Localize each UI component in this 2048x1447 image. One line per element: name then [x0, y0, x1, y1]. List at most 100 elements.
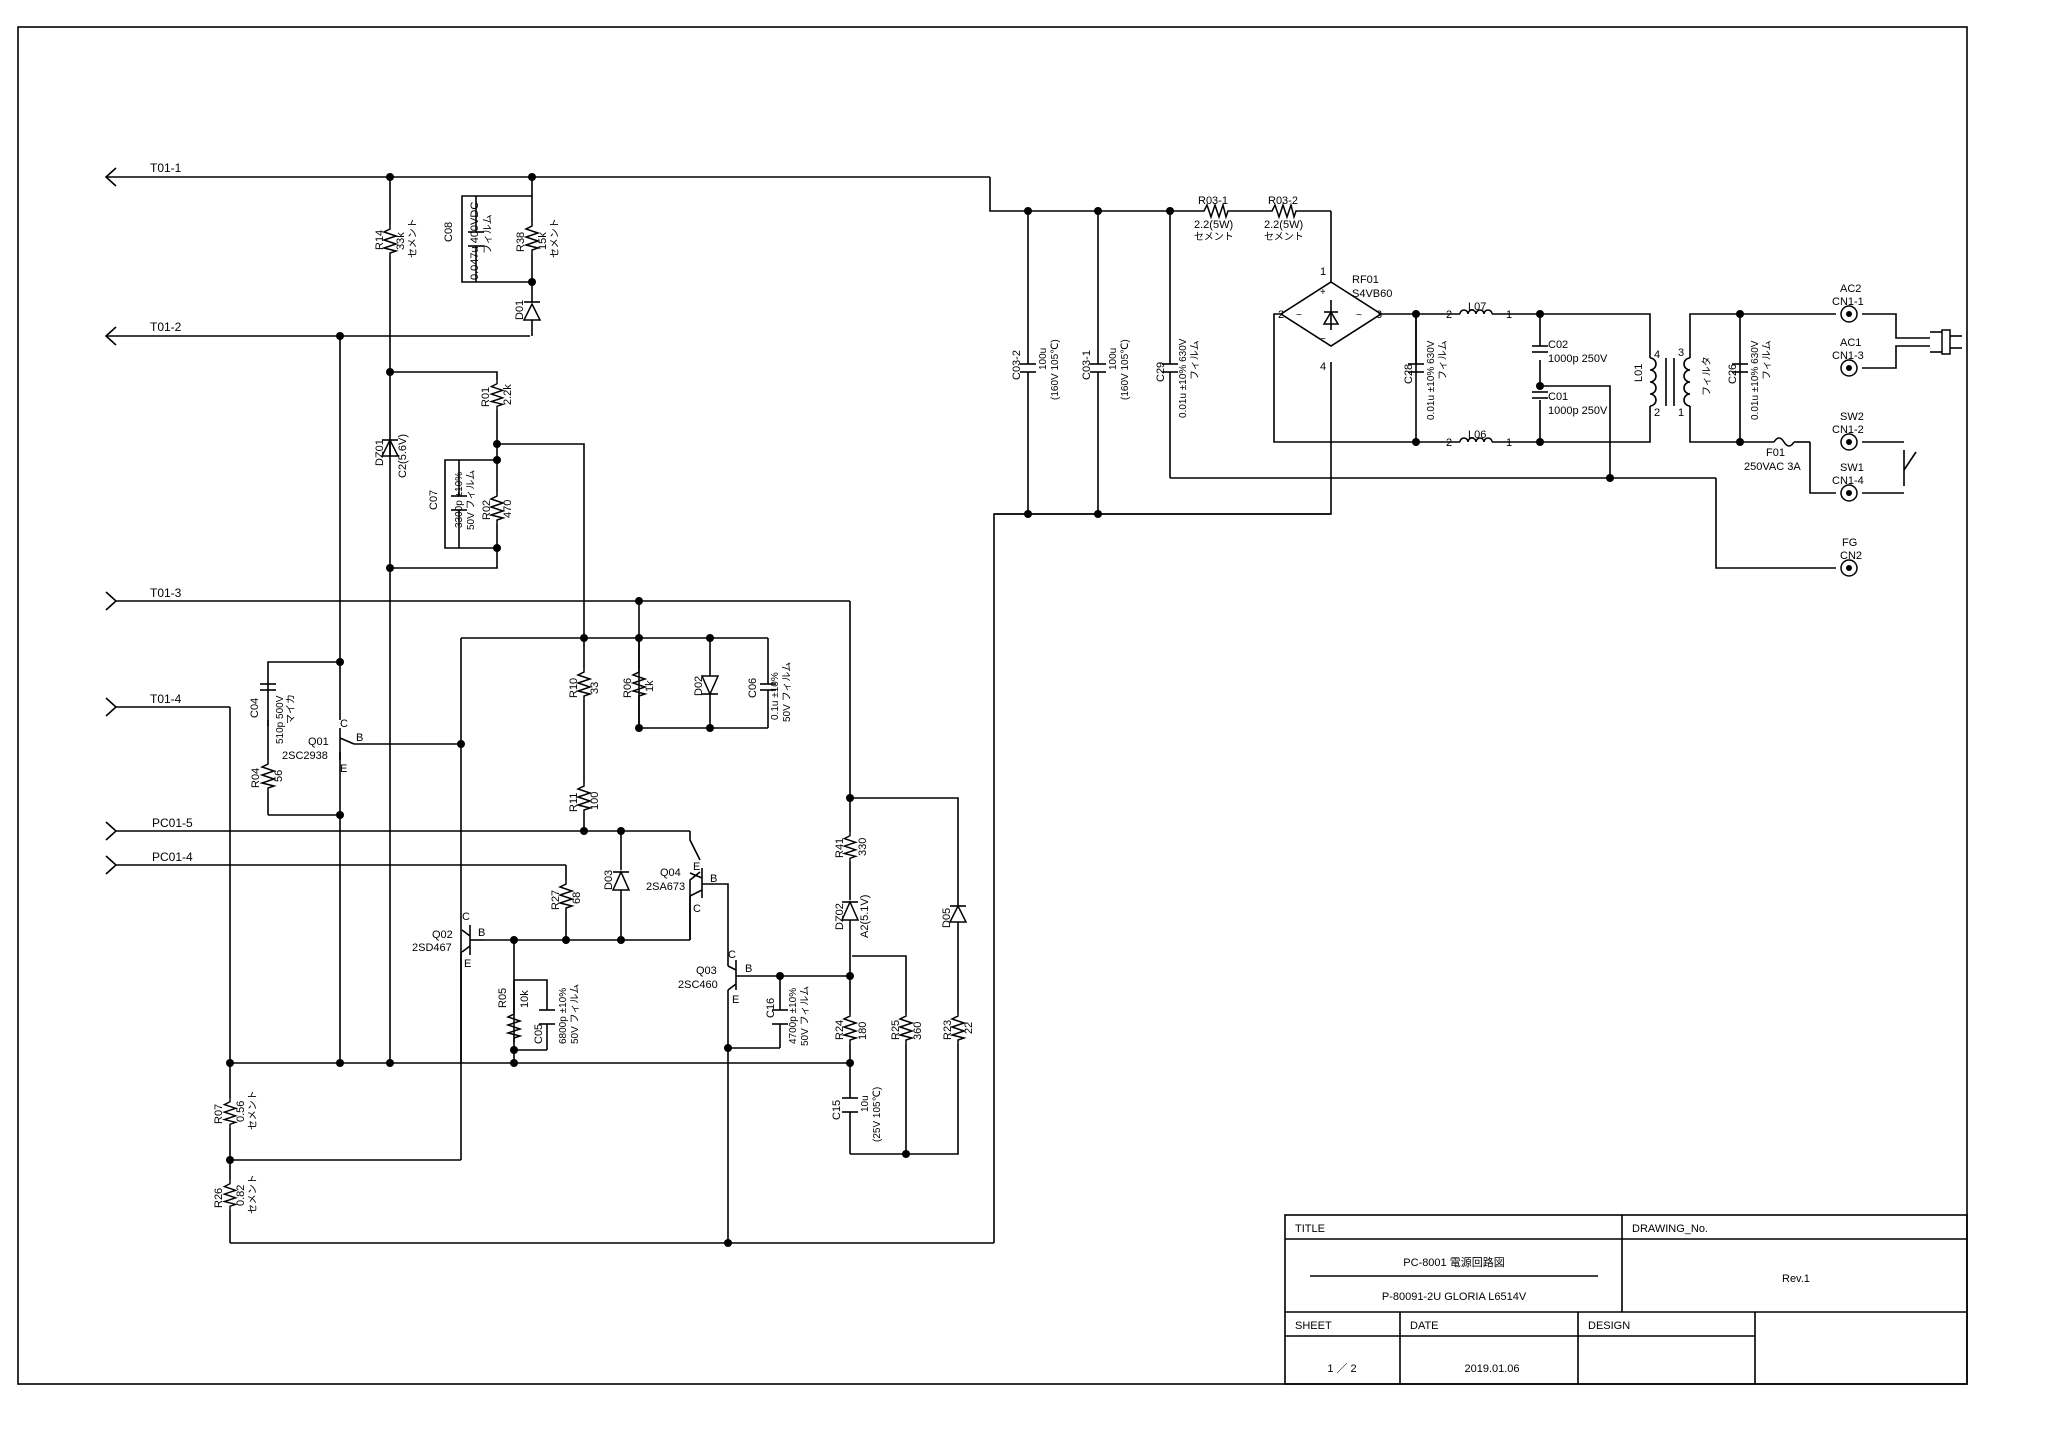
r07: R07 0.56 セメント [213, 1090, 259, 1130]
svg-text:C2(5.6V): C2(5.6V) [397, 434, 409, 478]
drawing-no-label: DRAWING_No. [1632, 1223, 1708, 1235]
svg-text:C08: C08 [443, 222, 455, 242]
right-connector-icons [1840, 305, 1858, 577]
l06: L06 2 1 [1446, 429, 1512, 449]
svg-text:15k: 15k [537, 232, 549, 250]
svg-text:22: 22 [963, 1022, 975, 1034]
svg-text:1000p 250V: 1000p 250V [1548, 353, 1608, 365]
r11: R11 100 [568, 792, 601, 812]
svg-text:FG: FG [1842, 537, 1857, 549]
q01: Q01 2SC2938 C B E [282, 718, 363, 775]
connector-ac1: AC1 CN1-3 [1832, 337, 1864, 362]
svg-text:R10: R10 [568, 678, 580, 698]
svg-text:AC2: AC2 [1840, 283, 1861, 295]
connector-sw2: SW2 CN1-2 [1832, 411, 1864, 436]
svg-text:R01: R01 [480, 387, 492, 407]
sheet-label: SHEET [1295, 1320, 1332, 1332]
l01: L01 フィルタ 4 2 3 1 [1633, 347, 1713, 419]
date-value: 2019.01.06 [1464, 1363, 1519, 1375]
bridge-diode-icon [1322, 300, 1340, 330]
svg-text:(25V 105℃): (25V 105℃) [872, 1087, 883, 1142]
svg-text:C07: C07 [428, 490, 440, 510]
svg-text:C06: C06 [747, 678, 759, 698]
svg-text:L07: L07 [1468, 301, 1486, 313]
svg-text:R38: R38 [515, 232, 527, 252]
svg-text:セメント: セメント [549, 218, 561, 258]
svg-text:470: 470 [502, 500, 514, 518]
svg-text:B: B [710, 873, 717, 885]
svg-text:R11: R11 [568, 793, 580, 812]
d03: D03 [603, 870, 615, 890]
svg-text:CN2: CN2 [1840, 550, 1862, 562]
dz01: DZ01 C2(5.6V) [374, 434, 409, 478]
svg-text:S4VB60: S4VB60 [1352, 288, 1392, 300]
svg-text:50V フィルム: 50V フィルム [781, 662, 793, 722]
svg-text:DZ01: DZ01 [374, 439, 386, 466]
svg-text:セメント: セメント [247, 1090, 259, 1130]
dz02: DZ02 A2(5.1V) [834, 895, 871, 938]
svg-text:C05: C05 [533, 1024, 545, 1044]
svg-text:3300p ±10%: 3300p ±10% [454, 472, 465, 528]
right-capacitors [1020, 345, 1748, 399]
c03-2: C03-2 100u (160V 105℃) [1011, 339, 1061, 400]
c26: C26 0.01u ±10% 630V フィルム [1727, 340, 1773, 420]
svg-text:10k: 10k [519, 990, 531, 1008]
inductors [1459, 309, 1691, 443]
svg-text:+: + [1320, 287, 1326, 298]
svg-text:B: B [745, 963, 752, 975]
svg-text:50V フィルム: 50V フィルム [799, 986, 811, 1046]
svg-text:SW2: SW2 [1840, 411, 1864, 423]
svg-text:R02: R02 [481, 500, 493, 520]
d05: D05 [941, 908, 953, 928]
label-t01-4: T01-4 [150, 692, 182, 706]
q04: Q04 2SA673 E B C [646, 861, 717, 915]
svg-text:3: 3 [1678, 347, 1684, 359]
svg-text:CN1-2: CN1-2 [1832, 424, 1864, 436]
label-pc01-4: PC01-4 [152, 850, 193, 864]
c15: C15 10u (25V 105℃) [831, 1087, 883, 1142]
left-capacitors [260, 231, 858, 1113]
svg-text:C: C [693, 903, 701, 915]
svg-text:3: 3 [1376, 309, 1382, 321]
sheet-value: 1 ／ 2 [1327, 1362, 1356, 1375]
svg-text:(160V 105℃): (160V 105℃) [1120, 339, 1131, 400]
r03-1: R03-1 2.2(5W) セメント [1194, 195, 1234, 243]
svg-text:C: C [462, 911, 470, 923]
svg-text:C15: C15 [831, 1100, 843, 1120]
svg-text:CN1-1: CN1-1 [1832, 296, 1864, 308]
connector-sw1: SW1 CN1-4 [1832, 462, 1864, 487]
svg-text:C01: C01 [1548, 391, 1568, 403]
svg-text:0.01u ±10% 630V: 0.01u ±10% 630V [1178, 338, 1189, 418]
svg-text:C26: C26 [1727, 364, 1739, 384]
svg-text:R26: R26 [213, 1188, 225, 1208]
label-t01-3: T01-3 [150, 586, 182, 600]
svg-text:1: 1 [1678, 407, 1684, 419]
svg-text:2.2k: 2.2k [502, 384, 514, 405]
q02: Q02 2SD467 C B E [412, 911, 485, 970]
title-label: TITLE [1295, 1223, 1325, 1235]
svg-text:R41: R41 [834, 838, 846, 858]
c01: C01 1000p 250V [1548, 391, 1608, 417]
date-label: DATE [1410, 1320, 1439, 1332]
c16: C16 4700p ±10% 50V フィルム [765, 986, 811, 1046]
svg-text:C: C [340, 718, 348, 730]
r25: R25 360 [890, 1020, 924, 1040]
svg-text:R14: R14 [374, 230, 386, 250]
svg-text:0.82: 0.82 [235, 1185, 247, 1206]
c04: C04 510p 500V マイカ [249, 694, 297, 744]
svg-text:0.56: 0.56 [235, 1101, 247, 1122]
svg-text:2SC460: 2SC460 [678, 979, 718, 991]
svg-text:~: ~ [1296, 310, 1302, 321]
svg-text:R03-1: R03-1 [1198, 195, 1228, 207]
title-block [1284, 1214, 1968, 1385]
svg-text:100u: 100u [1038, 348, 1049, 370]
svg-text:F01: F01 [1766, 447, 1785, 459]
r24: R24 180 [834, 1020, 869, 1040]
svg-text:50V フィルム: 50V フィルム [569, 984, 581, 1044]
svg-text:セメント: セメント [1194, 231, 1234, 243]
drawing-frame [17, 26, 1968, 1385]
svg-text:B: B [478, 927, 485, 939]
svg-text:Q04: Q04 [660, 867, 681, 879]
svg-text:(160V 105℃): (160V 105℃) [1050, 339, 1061, 400]
